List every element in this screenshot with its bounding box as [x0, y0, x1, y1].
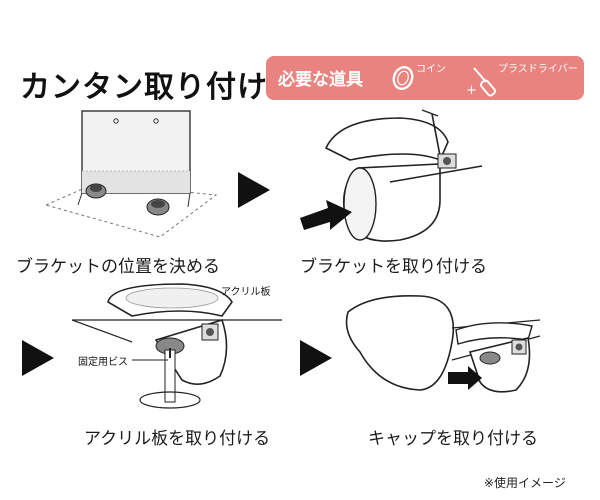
step4-illustration [340, 292, 550, 402]
coin-icon [390, 64, 416, 92]
fixing-screw-leader [132, 356, 172, 364]
step4-pointer-arrow-icon [296, 338, 336, 378]
step3-pointer-arrow-icon [18, 338, 58, 378]
page-title: カンタン取り付け [20, 70, 268, 105]
step2-caption: ブラケットを取り付ける [300, 257, 487, 277]
fixing-screw-label: 固定用ビス [78, 357, 128, 368]
usage-image-note: ※使用イメージ [484, 476, 566, 490]
screwdriver-icon: + [466, 64, 500, 98]
required-tools-banner: 必要な道具 コイン + プラスドライバー [266, 56, 584, 100]
next-arrow-icon [234, 170, 274, 210]
step1-caption: ブラケットの位置を決める [16, 257, 220, 277]
acrylic-panel-label: アクリル板 [221, 287, 271, 298]
step3-illustration [72, 280, 292, 420]
screwdriver-label: プラスドライバー [498, 64, 578, 75]
svg-text:+: + [466, 83, 477, 98]
required-tools-heading: 必要な道具 [278, 70, 363, 90]
step1-illustration [38, 105, 223, 245]
coin-label: コイン [416, 64, 446, 75]
step4-caption: キャップを取り付ける [368, 429, 538, 449]
step2-illustration [290, 108, 490, 248]
step3-caption: アクリル板を取り付ける [84, 429, 271, 449]
